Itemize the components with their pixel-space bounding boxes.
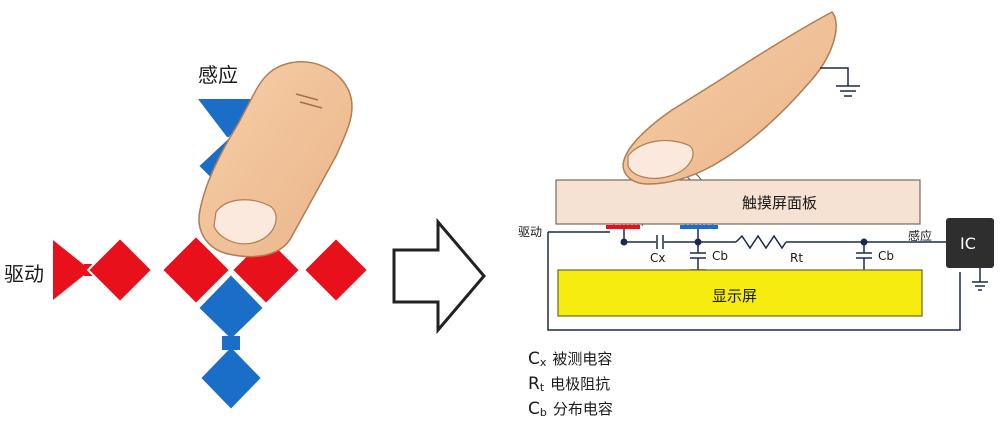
touch-panel <box>555 179 921 225</box>
display-label: 显示屏 <box>712 287 757 305</box>
cx-label: Cx <box>650 251 665 265</box>
ground-icon <box>820 67 860 97</box>
capacitor-icon <box>656 235 664 249</box>
finger-icon <box>198 60 353 258</box>
ic-chip <box>946 218 994 268</box>
sense-electrode <box>680 225 718 229</box>
sense-label-right: 感应 <box>908 228 932 243</box>
node-dot <box>620 238 628 246</box>
drive-electrode-row <box>51 234 370 306</box>
panel-label: 触摸屏面板 <box>742 194 817 212</box>
display-screen <box>557 269 923 317</box>
drive-electrode-end <box>51 235 94 305</box>
drive-label-right: 驱动 <box>518 225 542 239</box>
drive-electrode-diamond <box>160 234 232 306</box>
arrow-right-icon <box>392 217 486 335</box>
drive-electrode-diamond <box>302 236 370 304</box>
cb-label: Cb <box>712 249 728 263</box>
drive-label: 驱动 <box>4 262 44 286</box>
sense-electrode-diamond <box>198 344 264 412</box>
finger-icon <box>622 11 837 185</box>
rt-label: Rt <box>790 251 803 265</box>
ic-label: IC <box>960 234 976 253</box>
capacitor-icon <box>690 242 706 270</box>
drive-electrode-diamond <box>86 236 154 304</box>
resistor-icon <box>735 234 787 250</box>
ground-icon <box>972 268 988 291</box>
drive-electrode <box>606 225 640 229</box>
sense-label: 感应 <box>198 63 238 87</box>
cb-label: Cb <box>878 249 894 263</box>
